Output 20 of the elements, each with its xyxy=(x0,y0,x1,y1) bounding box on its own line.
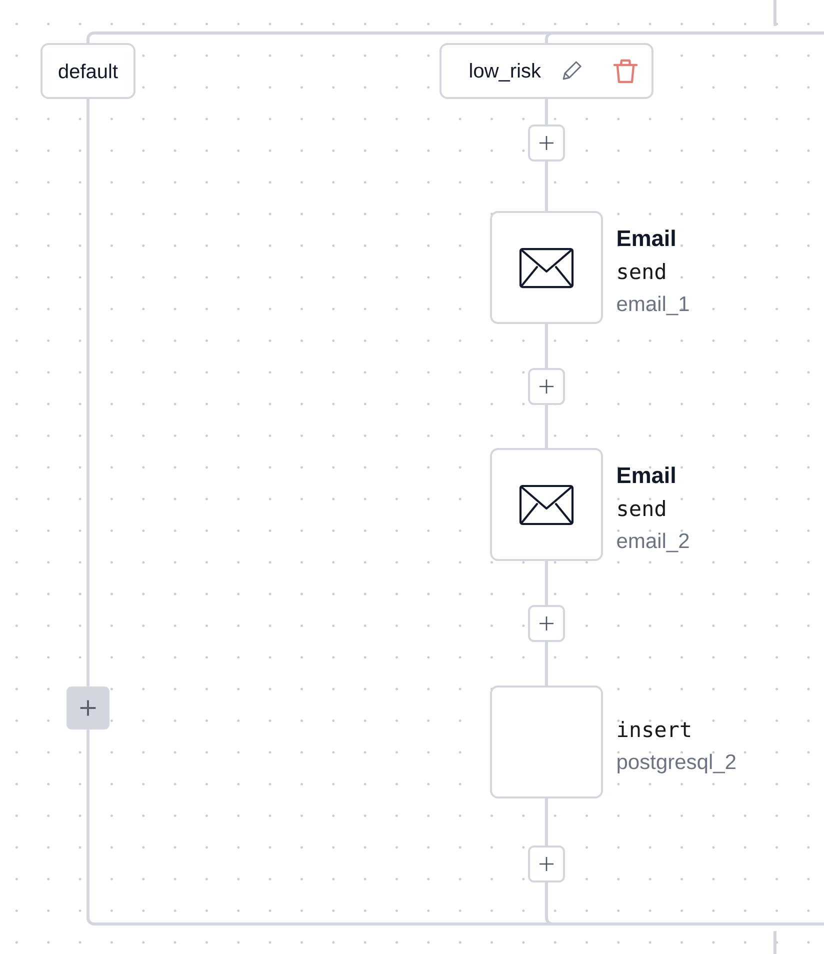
step-id: email_2 xyxy=(617,532,689,552)
step-id: postgresql_2 xyxy=(618,754,736,774)
connector-line xyxy=(86,99,90,686)
step-title: Email xyxy=(618,466,675,484)
step-action: send xyxy=(618,500,665,516)
connector-line xyxy=(545,32,824,43)
branch-label: low_risk xyxy=(440,43,654,99)
connector-line xyxy=(545,324,548,368)
connector-line xyxy=(545,642,548,686)
step-id: email_1 xyxy=(617,296,689,316)
connector-line xyxy=(545,561,548,605)
step-action: send xyxy=(618,263,665,280)
connector-line xyxy=(545,99,548,124)
connector-line xyxy=(545,798,548,846)
step-action: insert xyxy=(618,721,690,738)
step-title: Email xyxy=(618,230,675,246)
connector-line xyxy=(545,405,548,448)
connector-line xyxy=(86,730,824,926)
connector-line xyxy=(545,162,548,211)
branch-label: default xyxy=(40,43,136,99)
